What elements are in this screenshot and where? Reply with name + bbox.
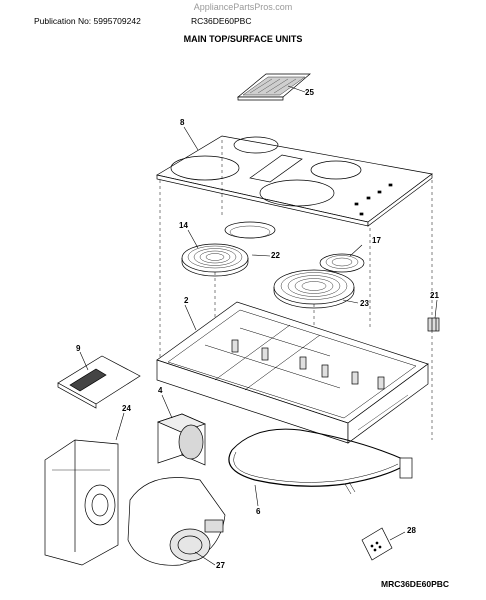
watermark: AppliancePartsPros.com: [193, 2, 293, 12]
leader-lines: [79, 85, 438, 566]
duct-part: [157, 413, 206, 466]
label-part: [361, 527, 393, 561]
callout-17: 17: [372, 236, 381, 245]
callout-8: 8: [180, 118, 185, 127]
vent-grille-part: [237, 73, 311, 101]
callout-21: 21: [430, 291, 439, 300]
bracket-part: [427, 317, 440, 332]
publication-number: Publication No: 5995709242: [34, 16, 141, 26]
callout-25: 25: [305, 88, 314, 97]
radiant-element-small-part: [319, 253, 365, 273]
diagram-title: MAIN TOP/SURFACE UNITS: [183, 34, 303, 44]
element-ring-part: [224, 221, 276, 239]
callout-labels: 25 8 14 22 17 23 2 21 9 4 24 6 28 27: [76, 88, 439, 570]
blower-housing-part: [44, 439, 119, 566]
wire-harness-part: [228, 428, 413, 495]
alignment-lines: [159, 140, 433, 440]
callout-23: 23: [360, 299, 369, 308]
chassis-box-part: [156, 301, 429, 444]
callout-4: 4: [158, 386, 163, 395]
model-number: RC36DE60PBC: [191, 16, 252, 26]
panel-part: [57, 355, 141, 409]
footer-model-code: MRC36DE60PBC: [381, 579, 450, 589]
callout-22: 22: [271, 251, 280, 260]
radiant-element-left-part: [181, 243, 249, 277]
callout-27: 27: [216, 561, 225, 570]
blower-motor-part: [127, 477, 226, 566]
callout-2: 2: [184, 296, 189, 305]
radiant-element-large-part: [273, 269, 355, 309]
callout-14: 14: [179, 221, 188, 230]
glass-cooktop-part: [156, 135, 433, 227]
callout-9: 9: [76, 344, 81, 353]
callout-28: 28: [407, 526, 416, 535]
callout-6: 6: [256, 507, 261, 516]
callout-24: 24: [122, 404, 131, 413]
